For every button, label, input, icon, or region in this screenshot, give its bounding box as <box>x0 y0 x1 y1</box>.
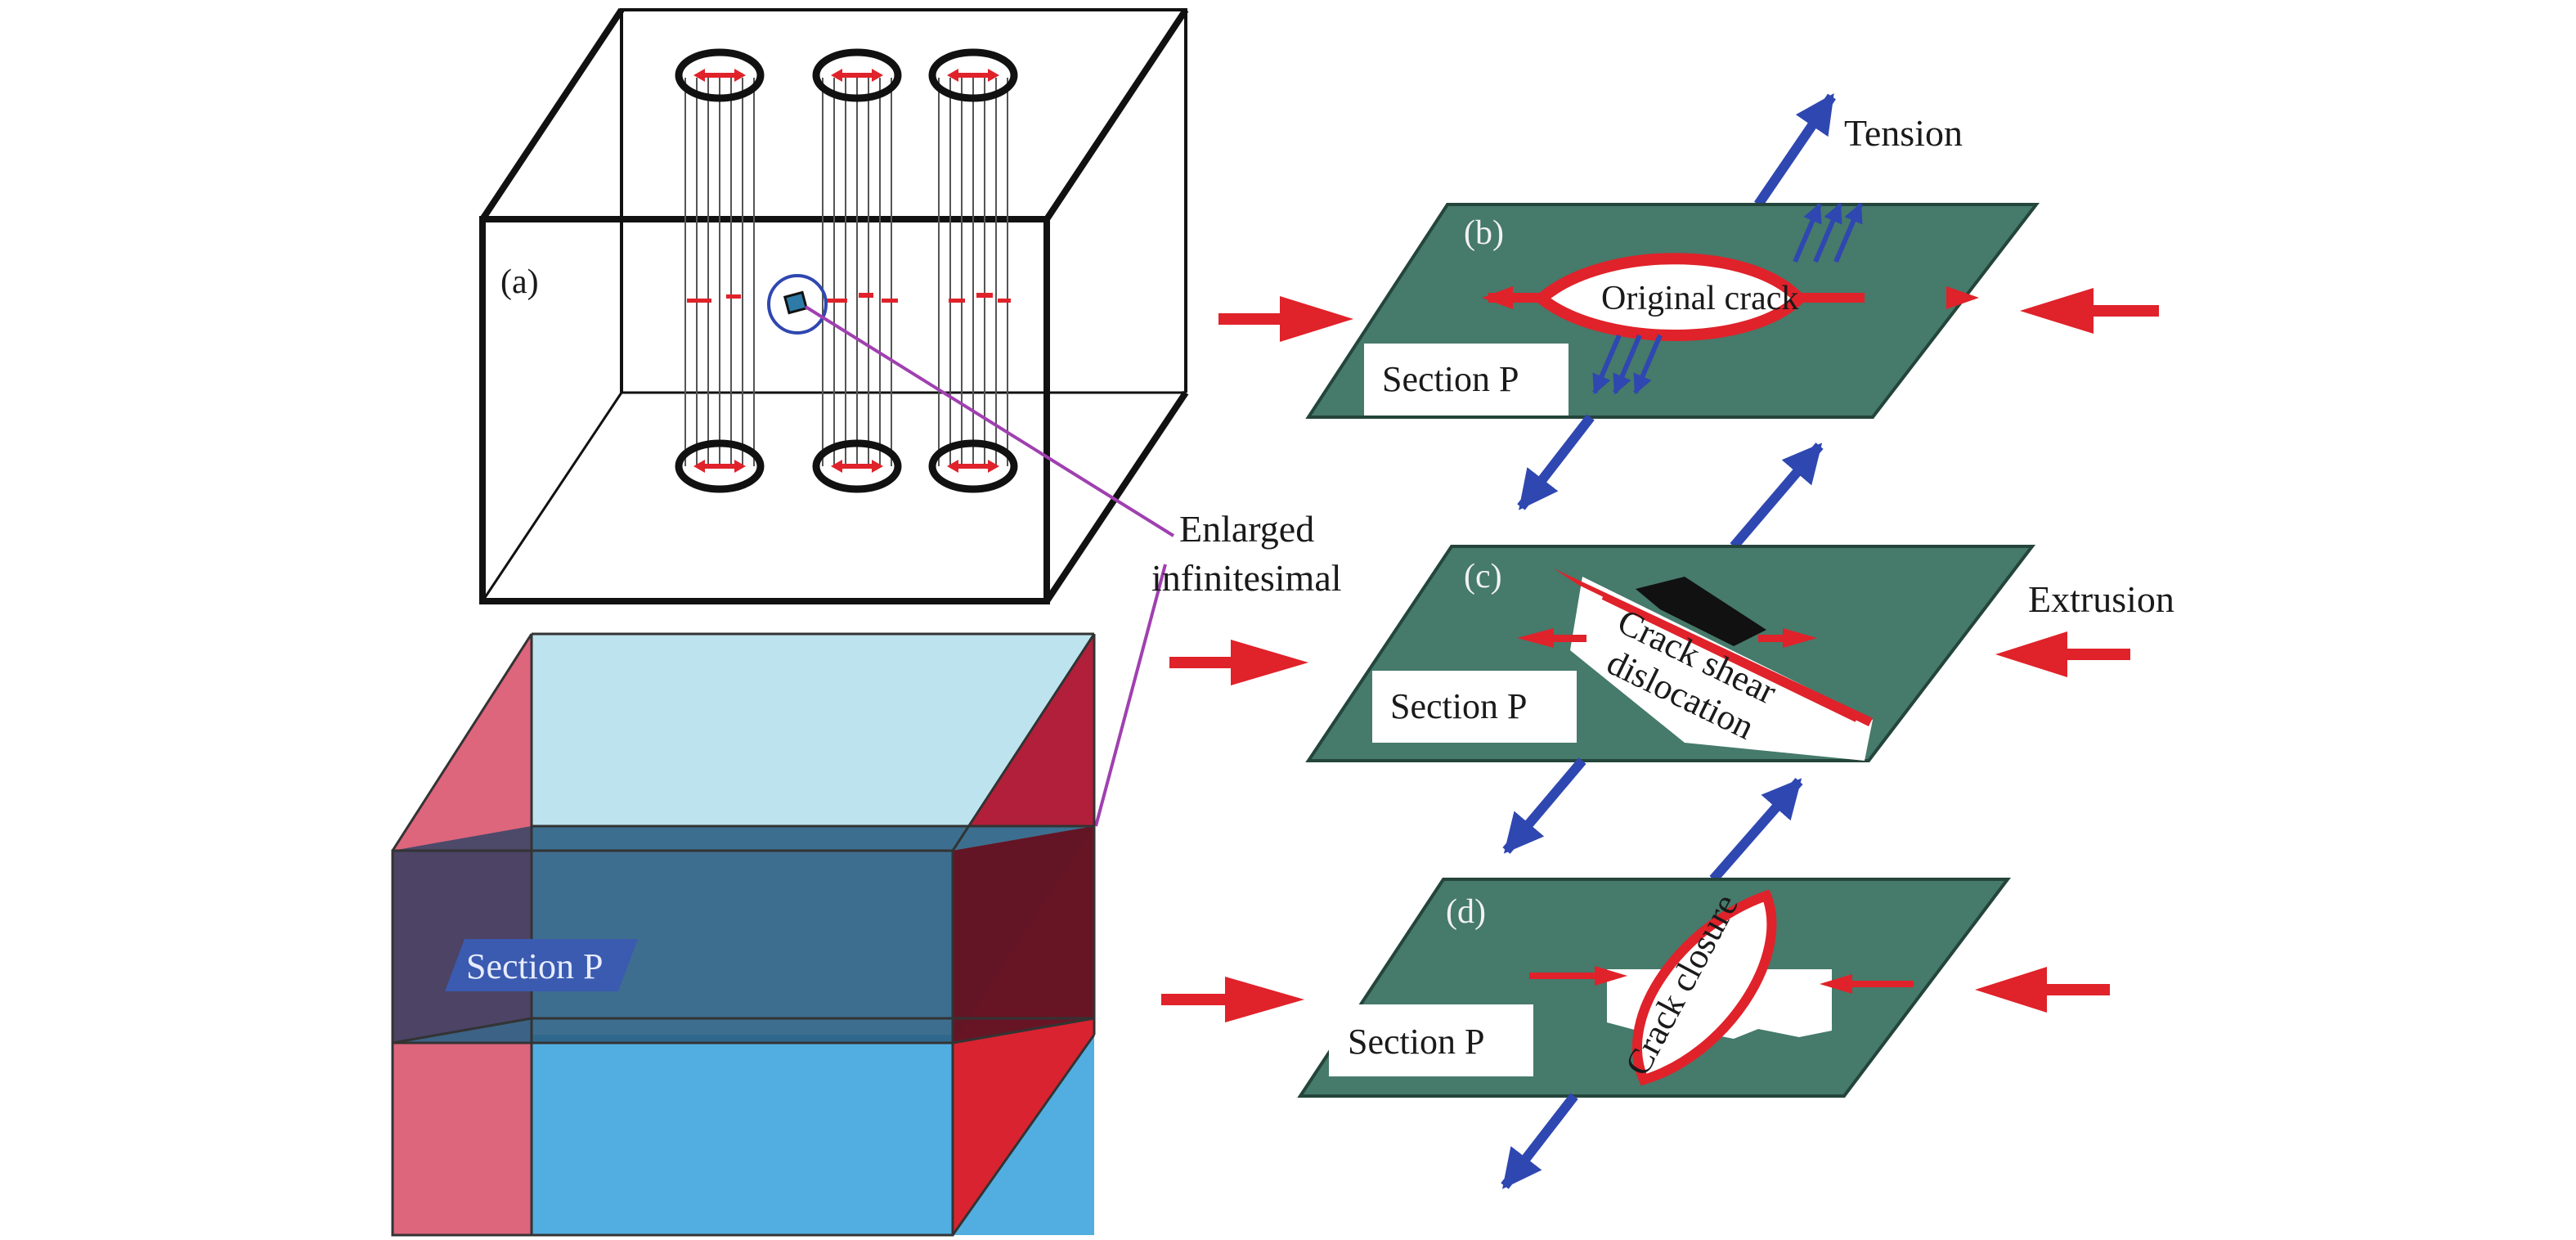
cube-top-face <box>532 634 1094 826</box>
cylinder-right <box>928 48 1018 493</box>
leader-line-top <box>804 305 1175 537</box>
crack-c-arrow-left <box>1517 628 1554 648</box>
section-p-box-c <box>1372 671 1577 743</box>
panel-b-label: (b) <box>1464 214 1504 252</box>
crack-b-tail-right <box>1791 293 1865 303</box>
closure-crack-lens <box>1631 889 1777 1086</box>
red-compression-arrows <box>1161 288 2159 1022</box>
section-p-label-b: Section P <box>1382 359 1519 399</box>
tension-arrow-down <box>1517 414 1595 510</box>
panel-c-label: (c) <box>1464 558 1502 595</box>
tension-arrow-up <box>1754 93 1836 208</box>
crack-d-arrow-left <box>1595 966 1627 986</box>
red-arrow-b-right <box>2020 288 2159 334</box>
box-edge-top-right <box>1043 7 1189 222</box>
box-edge-top-left <box>479 7 625 222</box>
panel-d: (d) Crack closure Section P <box>1297 778 2012 1189</box>
cube-section-p-label: Section P <box>466 946 603 986</box>
cylinder-left <box>675 48 765 493</box>
box-edge-bottom-right <box>1043 390 1189 604</box>
section-p-label-c: Section P <box>1390 686 1527 726</box>
box-front-face <box>479 216 1050 604</box>
panel-d-label: (d) <box>1446 893 1486 931</box>
red-arrow-c-left <box>1169 640 1308 685</box>
crack-c-arrow-right <box>1783 628 1817 648</box>
blue-arrow-d-down <box>1501 1093 1578 1189</box>
box-edge-bottom-left <box>481 392 623 602</box>
section-p-box-d <box>1329 1004 1533 1076</box>
crack-b-tip-right <box>1946 286 1979 309</box>
section-cube: Section P <box>391 632 1096 1237</box>
shear-crack-white <box>1570 577 1873 761</box>
panel-a-label: (a) <box>500 263 539 301</box>
section-p-box-b <box>1364 344 1568 416</box>
shear-crack-black-wedge <box>1636 577 1766 646</box>
infinitesimal-cube <box>783 290 809 315</box>
red-arrow-d-left <box>1161 977 1304 1022</box>
red-arrow-d-right <box>1975 967 2110 1013</box>
panel-c: (c) Crack shear dislocation Section P <box>1305 443 2036 854</box>
panel-a-wireframe-box: (a) <box>479 7 1189 827</box>
enlarged-label-line1: Enlarged <box>1179 508 1314 550</box>
tension-label: Tension <box>1844 112 1963 154</box>
section-p-label-d: Section P <box>1348 1022 1484 1062</box>
enlarged-label-line2: infinitesimal <box>1151 557 1342 599</box>
cylinder-red-stress-marks <box>687 69 1011 473</box>
section-p-tag <box>445 939 638 991</box>
crack-d-arrow-right <box>1820 974 1852 994</box>
infinitesimal-circle <box>767 274 828 335</box>
cylinder-middle <box>812 48 902 493</box>
crack-b-tip-left <box>1482 286 1513 309</box>
panel-b: (b) Original crack Section P <box>1305 93 2040 510</box>
cube-slab-left-dark <box>393 826 532 1043</box>
small-blue-arrows-b <box>1592 202 1863 395</box>
red-arrow-b-left <box>1218 296 1353 342</box>
box-back-edges <box>620 8 1187 393</box>
blue-arrow-d-up <box>1709 778 1803 883</box>
extrusion-label: Extrusion <box>2028 578 2174 620</box>
original-crack-label: Original crack <box>1601 280 1798 317</box>
blue-arrow-c-up <box>1730 443 1824 550</box>
cube-slab-right-dark <box>953 826 1094 1043</box>
cube-slab-top <box>393 826 1094 851</box>
red-arrow-c-right <box>1995 631 2130 677</box>
leader-line-bottom <box>1094 564 1167 827</box>
blue-arrow-c-down <box>1502 757 1586 854</box>
